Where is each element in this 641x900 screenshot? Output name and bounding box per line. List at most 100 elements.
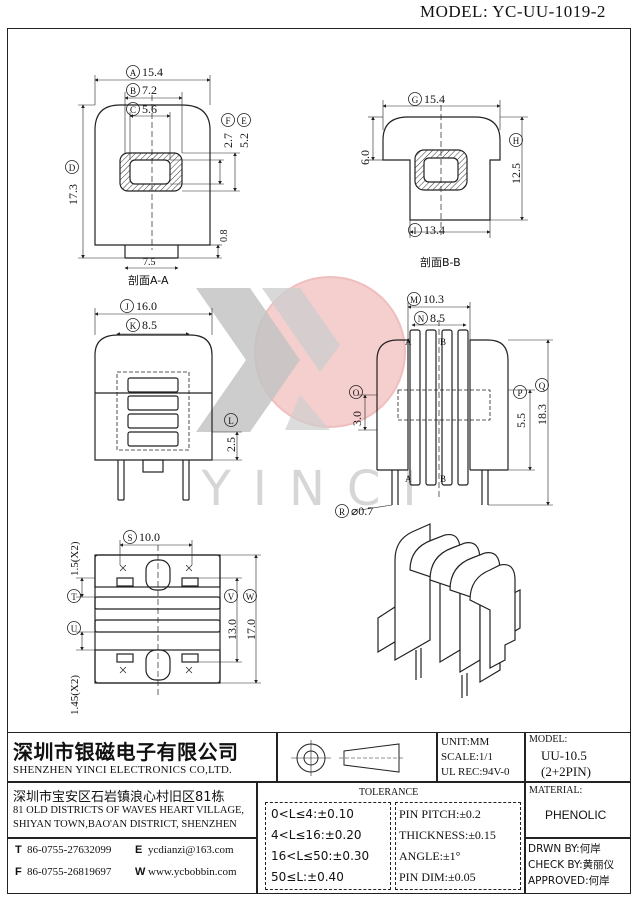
svg-text:T: T bbox=[71, 592, 77, 602]
svg-text:A: A bbox=[130, 68, 137, 78]
model-label: MODEL: bbox=[529, 734, 568, 745]
svg-text:O: O bbox=[353, 388, 360, 398]
view-letter-b1: B bbox=[440, 337, 446, 347]
svg-text:L: L bbox=[228, 416, 234, 426]
check-by: CHECK BY:黄丽仪 bbox=[528, 859, 615, 871]
view-letter-a2: A bbox=[405, 474, 412, 484]
dim-i: 13.4 bbox=[424, 223, 445, 237]
tolerance-right-1: PIN PITCH:±0.2 bbox=[399, 807, 481, 821]
svg-text:D: D bbox=[69, 163, 76, 173]
dim-v: 13.0 bbox=[225, 619, 239, 640]
web-value: www.ycbobbin.com bbox=[148, 866, 237, 878]
tolerance-left-3: 16<L≤50:±0.30 bbox=[271, 849, 370, 863]
dim-h: 12.5 bbox=[509, 163, 523, 184]
section-a-view bbox=[94, 95, 211, 259]
fax-value: 86-0755-26819697 bbox=[27, 866, 112, 878]
dim-c: 5.6 bbox=[142, 102, 157, 116]
dim-a: 15.4 bbox=[142, 65, 163, 79]
tolerance-right-2: THICKNESS:±0.15 bbox=[399, 828, 496, 842]
projection-symbol-icon bbox=[291, 740, 404, 776]
dim-sec-a-side: 0.8 bbox=[219, 230, 230, 243]
address-cn: 深圳市宝安区石岩镇浪心村旧区81栋 bbox=[13, 790, 225, 805]
bottom-dims bbox=[76, 540, 261, 684]
svg-text:E: E bbox=[241, 116, 247, 126]
dim-n: 8.5 bbox=[430, 311, 445, 325]
dim-e: 5.2 bbox=[237, 133, 251, 148]
email-value: ycdianzi@163.com bbox=[148, 844, 234, 856]
dim-m: 10.3 bbox=[423, 292, 444, 306]
tel-label: T bbox=[15, 844, 22, 856]
dim-u: 1.45(X2) bbox=[69, 675, 81, 715]
web-label: W bbox=[135, 866, 146, 878]
tolerance-left-1: 0<L≤4:±0.10 bbox=[271, 807, 354, 821]
model-value-2: (2+2PIN) bbox=[541, 764, 591, 779]
tolerance-title: TOLERANCE bbox=[359, 787, 419, 798]
ul-rec-text: UL REC:94V-0 bbox=[441, 766, 510, 778]
bottom-view bbox=[94, 545, 221, 695]
svg-text:U: U bbox=[71, 624, 78, 634]
section-a-dims bbox=[78, 75, 240, 270]
material-label: MATERIAL: bbox=[529, 785, 583, 796]
section-a-label: 剖面A-A bbox=[128, 273, 169, 287]
section-b-dims bbox=[368, 100, 528, 238]
tolerance-left-2: 4<L≤16:±0.20 bbox=[271, 828, 362, 842]
tel-value: 86-0755-27632099 bbox=[27, 844, 112, 856]
tolerance-right-3: ANGLE:±1° bbox=[399, 849, 461, 863]
svg-text:M: M bbox=[410, 295, 418, 305]
svg-text:F: F bbox=[225, 116, 230, 126]
email-label: E bbox=[135, 844, 143, 856]
title-block: 深圳市银磁电子有限公司 SHENZHEN YINCI ELECTRONICS C… bbox=[7, 732, 631, 894]
model-title: MODEL: YC-UU-1019-2 bbox=[420, 2, 606, 21]
dim-q: 18.3 bbox=[535, 404, 549, 425]
scale-text: SCALE:1/1 bbox=[441, 751, 493, 763]
svg-text:R: R bbox=[339, 507, 345, 517]
dim-k: 8.5 bbox=[142, 318, 157, 332]
dim-r: ⌀0.7 bbox=[351, 504, 373, 518]
section-b-view bbox=[382, 105, 501, 235]
watermark-logo: YINCI bbox=[196, 276, 417, 517]
tolerance-left-4: 50≤L:±0.40 bbox=[271, 870, 344, 884]
svg-text:B: B bbox=[130, 86, 136, 96]
svg-text:J: J bbox=[125, 302, 129, 312]
view-letter-a1: A bbox=[405, 337, 412, 347]
svg-text:S: S bbox=[127, 533, 132, 543]
dim-s: 10.0 bbox=[139, 530, 160, 544]
dim-b: 7.2 bbox=[142, 83, 157, 97]
front-dims bbox=[94, 308, 242, 461]
tolerance-right-4: PIN DIM:±0.05 bbox=[399, 870, 476, 884]
svg-text:N: N bbox=[418, 314, 425, 324]
drawn-by: DRWN BY:何岸 bbox=[528, 843, 601, 855]
front-view bbox=[94, 334, 213, 501]
address-en-1: 81 OLD DISTRICTS OF WAVES HEART VILLAGE, bbox=[13, 805, 245, 816]
material-value: PHENOLIC bbox=[545, 808, 607, 822]
dim-d: 17.3 bbox=[66, 184, 80, 205]
dim-t: 1.5(X2) bbox=[69, 541, 81, 576]
view-letter-b2: B bbox=[440, 474, 446, 484]
svg-text:H: H bbox=[513, 136, 520, 146]
model-value-1: UU-10.5 bbox=[541, 748, 587, 763]
side-view bbox=[376, 320, 509, 505]
isometric-view bbox=[377, 523, 521, 698]
svg-text:V: V bbox=[228, 592, 235, 602]
side-dims bbox=[358, 302, 553, 511]
dim-g: 15.4 bbox=[424, 92, 445, 106]
svg-text:C: C bbox=[130, 105, 136, 115]
dim-l: 2.5 bbox=[224, 437, 238, 452]
dim-p: 5.5 bbox=[514, 413, 528, 428]
fax-label: F bbox=[15, 866, 22, 878]
svg-text:Q: Q bbox=[539, 381, 546, 391]
address-en-2: SHIYAN TOWN,BAO'AN DISTRICT, SHENZHEN bbox=[13, 819, 237, 830]
dim-sec-b-left: 6.0 bbox=[358, 150, 372, 165]
company-name-cn: 深圳市银磁电子有限公司 bbox=[13, 740, 239, 764]
dim-o: 3.0 bbox=[350, 411, 364, 426]
company-name-en: SHENZHEN YINCI ELECTRONICS CO,LTD. bbox=[13, 764, 232, 776]
svg-text:I: I bbox=[414, 226, 417, 236]
svg-text:P: P bbox=[517, 388, 522, 398]
svg-text:W: W bbox=[246, 592, 255, 602]
dim-w: 17.0 bbox=[244, 619, 258, 640]
unit-text: UNIT:MM bbox=[441, 736, 490, 748]
dim-f: 2.7 bbox=[221, 133, 235, 148]
svg-text:G: G bbox=[412, 95, 419, 105]
dim-j: 16.0 bbox=[136, 299, 157, 313]
